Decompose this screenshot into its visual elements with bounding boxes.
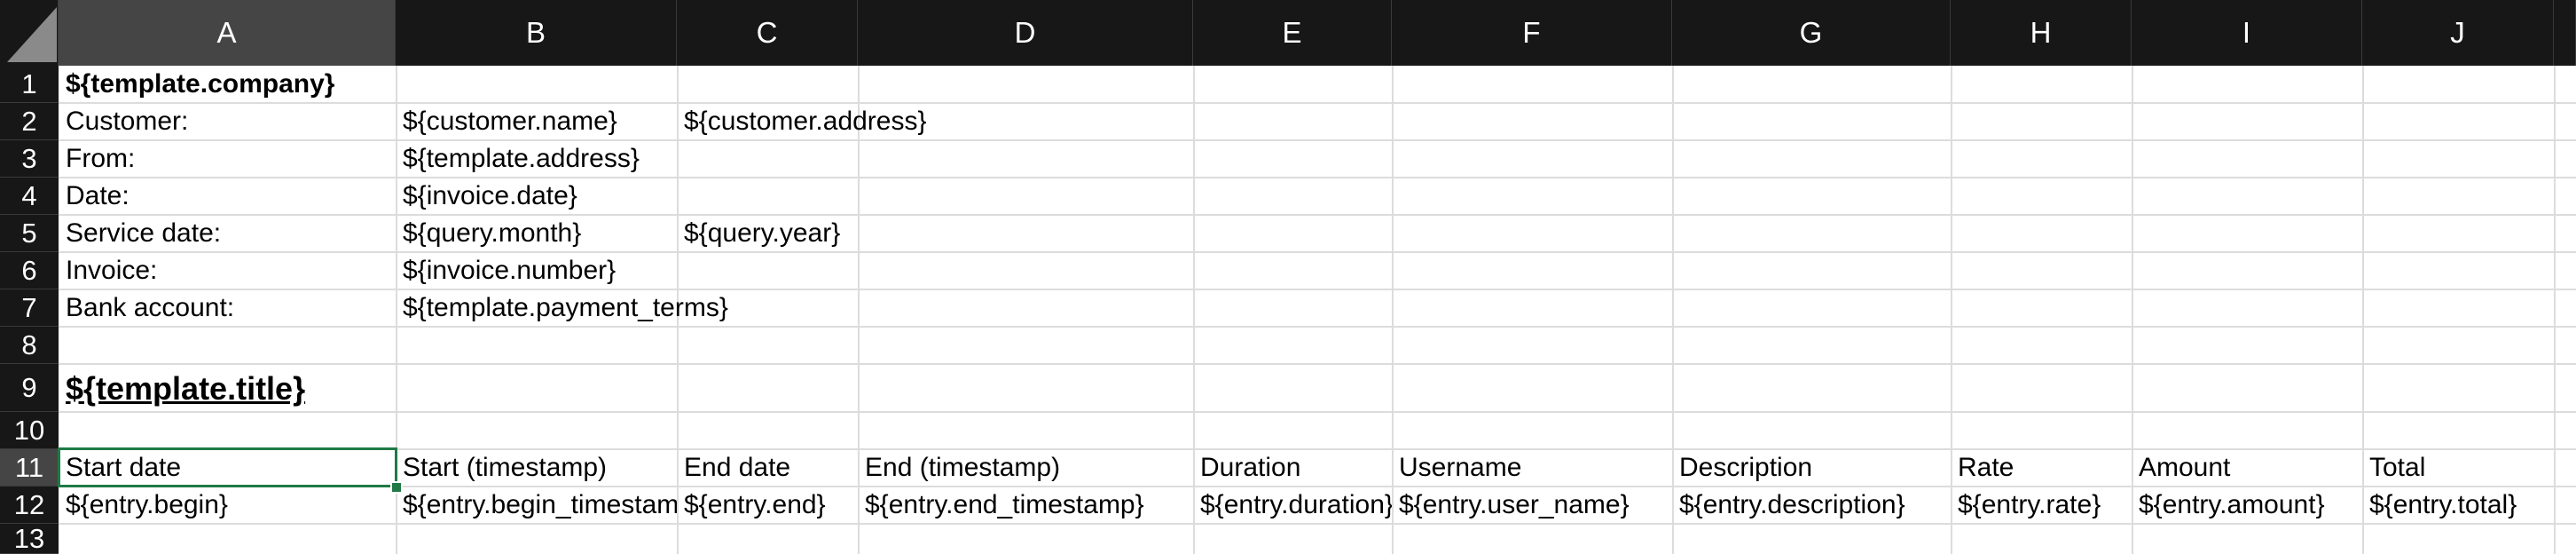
- cell-c5[interactable]: ${query.year}: [684, 218, 841, 248]
- row-header-2[interactable]: 2: [0, 103, 59, 140]
- cell-f11[interactable]: Username: [1399, 453, 1522, 482]
- column-header-d[interactable]: D: [858, 0, 1193, 66]
- cell-e12[interactable]: ${entry.duration}: [1200, 490, 1392, 519]
- cell-b11[interactable]: Start (timestamp): [403, 453, 608, 482]
- row-header-4[interactable]: 4: [0, 178, 59, 215]
- row-header-1[interactable]: 1: [0, 66, 59, 103]
- row-header-5[interactable]: 5: [0, 215, 59, 252]
- column-header-c[interactable]: C: [677, 0, 858, 66]
- gridline: [59, 326, 2576, 328]
- fill-handle[interactable]: [390, 481, 403, 494]
- gridline: [59, 486, 2576, 487]
- cell-a6[interactable]: Invoice:: [66, 256, 158, 285]
- cell-c2[interactable]: ${customer.address}: [684, 107, 927, 136]
- column-header-bar: [0, 0, 2576, 66]
- cell-h12[interactable]: ${entry.rate}: [1958, 490, 2101, 519]
- column-header-b[interactable]: B: [396, 0, 677, 66]
- gridline: [1672, 66, 1674, 554]
- gridline: [1193, 66, 1195, 554]
- column-header-f[interactable]: F: [1392, 0, 1672, 66]
- row-header-7[interactable]: 7: [0, 289, 59, 327]
- row-header-6[interactable]: 6: [0, 252, 59, 289]
- row-header-3[interactable]: 3: [0, 140, 59, 178]
- gridline: [59, 448, 2576, 450]
- gridline: [2554, 66, 2556, 554]
- row-header-13[interactable]: 13: [0, 523, 59, 554]
- gridline: [396, 66, 397, 554]
- row-header-10[interactable]: 10: [0, 412, 59, 449]
- cell-d12[interactable]: ${entry.end_timestamp}: [865, 490, 1144, 519]
- gridline: [1392, 66, 1394, 554]
- active-cell-border: [58, 447, 397, 487]
- gridline: [59, 363, 2576, 365]
- gridline: [858, 66, 860, 554]
- cell-j11[interactable]: Total: [2369, 453, 2426, 482]
- row-header-11[interactable]: 11: [0, 449, 59, 487]
- select-all-corner[interactable]: [0, 0, 59, 66]
- cell-b3[interactable]: ${template.address}: [403, 144, 640, 173]
- gridline: [59, 523, 2576, 525]
- cell-b4[interactable]: ${invoice.date}: [403, 181, 577, 210]
- column-header-k[interactable]: [2554, 0, 2576, 66]
- select-all-triangle-icon: [7, 7, 57, 62]
- gridline: [1951, 66, 1952, 554]
- cell-g11[interactable]: Description: [1679, 453, 1813, 482]
- cell-a7[interactable]: Bank account:: [66, 293, 235, 322]
- gridline: [59, 289, 2576, 290]
- cell-i11[interactable]: Amount: [2139, 453, 2231, 482]
- gridline: [2362, 66, 2364, 554]
- cell-a5[interactable]: Service date:: [66, 218, 222, 248]
- cell-b12[interactable]: ${entry.begin_timestamp}: [403, 490, 677, 519]
- cell-f12[interactable]: ${entry.user_name}: [1399, 490, 1630, 519]
- cell-d11[interactable]: End (timestamp): [865, 453, 1061, 482]
- gridline: [59, 251, 2576, 253]
- row-header-8[interactable]: 8: [0, 327, 59, 364]
- gridline: [677, 66, 679, 554]
- cell-c11[interactable]: End date: [684, 453, 791, 482]
- column-header-i[interactable]: I: [2132, 0, 2362, 66]
- cell-g12[interactable]: ${entry.description}: [1679, 490, 1905, 519]
- gridline: [59, 102, 2576, 104]
- column-header-e[interactable]: E: [1193, 0, 1392, 66]
- cell-j12[interactable]: ${entry.total}: [2369, 490, 2517, 519]
- gridline: [59, 177, 2576, 178]
- column-header-j[interactable]: J: [2362, 0, 2554, 66]
- column-header-a[interactable]: A: [59, 0, 396, 66]
- gridline: [59, 214, 2576, 216]
- column-header-h[interactable]: H: [1951, 0, 2132, 66]
- cell-c12[interactable]: ${entry.end}: [684, 490, 826, 519]
- cell-a9[interactable]: ${template.title}: [66, 370, 306, 407]
- cell-b7[interactable]: ${template.payment_terms}: [403, 293, 728, 322]
- cell-b5[interactable]: ${query.month}: [403, 218, 582, 248]
- cell-e11[interactable]: Duration: [1200, 453, 1301, 482]
- row-header-9[interactable]: 9: [0, 364, 59, 412]
- cell-b6[interactable]: ${invoice.number}: [403, 256, 617, 285]
- cell-a1[interactable]: ${template.company}: [66, 69, 335, 99]
- cell-b2[interactable]: ${customer.name}: [403, 107, 617, 136]
- column-header-g[interactable]: G: [1672, 0, 1951, 66]
- cell-a3[interactable]: From:: [66, 144, 136, 173]
- cell-a11[interactable]: Start date: [66, 453, 182, 482]
- gridline: [59, 411, 2576, 413]
- gridline: [59, 139, 2576, 141]
- row-header-12[interactable]: 12: [0, 487, 59, 524]
- cell-a2[interactable]: Customer:: [66, 107, 189, 136]
- cell-i12[interactable]: ${entry.amount}: [2139, 490, 2325, 519]
- cell-a12[interactable]: ${entry.begin}: [66, 490, 228, 519]
- cell-h11[interactable]: Rate: [1958, 453, 2014, 482]
- cell-a4[interactable]: Date:: [66, 181, 130, 210]
- gridline: [2132, 66, 2133, 554]
